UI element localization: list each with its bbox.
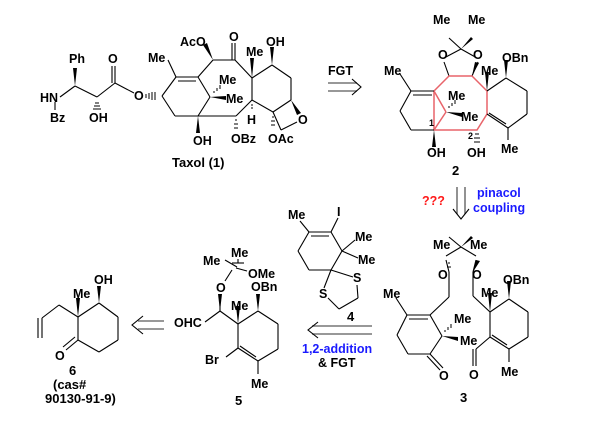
taxol-me-gem2: Me xyxy=(226,92,243,106)
taxol-me-gem1: Me xyxy=(219,73,236,87)
c3-me-a: Me xyxy=(433,238,450,252)
c3-o1: O xyxy=(438,268,448,282)
c2-oh1: OH xyxy=(427,146,446,160)
c5-me-bottom: Me xyxy=(251,377,268,391)
taxol-o-link: O xyxy=(134,89,144,103)
c5-br: Br xyxy=(205,353,219,367)
arrow-pinacol: ??? pinacol coupling xyxy=(422,186,525,220)
taxol-hn: HN xyxy=(40,91,58,105)
c4-me1: Me xyxy=(355,230,372,244)
arrow-to-6 xyxy=(131,315,164,335)
c3-me-b: Me xyxy=(470,238,487,252)
c2-me-gem2: Me xyxy=(461,110,478,124)
c2-me-vinyl: Me xyxy=(384,64,401,78)
arrow-pinacol-line1: pinacol xyxy=(477,186,521,200)
c5-me1: Me xyxy=(203,254,220,268)
c4-s1: S xyxy=(353,271,361,285)
c3-me-gem1: Me xyxy=(454,312,471,326)
c3-obn: OBn xyxy=(503,273,529,287)
c2-obn: OBn xyxy=(502,51,528,65)
taxol-structure: Ph O HN Bz OH O xyxy=(40,30,308,170)
compound-5-structure: Me Me OMe O OBn OHC Me Br Me 5 xyxy=(174,246,279,408)
c2-oh2: OH xyxy=(467,146,486,160)
c2-me-bottom: Me xyxy=(501,142,518,156)
taxol-aco: AcO xyxy=(180,35,206,49)
c5-ome: OMe xyxy=(248,267,275,281)
c2-num1: 1 xyxy=(429,118,434,128)
taxol-o-ester: O xyxy=(108,52,118,66)
c3-label: 3 xyxy=(460,390,467,405)
c5-ohc: OHC xyxy=(174,316,202,330)
taxol-oh-side: OH xyxy=(89,111,108,125)
compound-6-structure: Me OH O 6 (cas# 90130-91-9) xyxy=(37,273,119,406)
taxol-oac: OAc xyxy=(268,132,294,146)
c2-me-gem1: Me xyxy=(448,89,465,103)
c3-o-ald: O xyxy=(469,368,479,382)
c6-label: 6 xyxy=(69,363,76,378)
c4-i: I xyxy=(337,205,340,219)
c3-me-q: Me xyxy=(481,286,498,300)
c4-me-vinyl: Me xyxy=(288,208,305,222)
arrow-fgt: FGT xyxy=(328,64,362,96)
c2-label: 2 xyxy=(452,163,459,178)
c4-s2: S xyxy=(319,287,327,301)
c5-o: O xyxy=(216,281,226,295)
c3-me-gem2: Me xyxy=(460,334,477,348)
c4-me2: Me xyxy=(358,253,375,267)
c2-me-a: Me xyxy=(433,13,450,27)
arrow-addition-line1: 1,2-addition xyxy=(302,342,372,356)
c2-o2: O xyxy=(473,48,483,62)
taxol-obz: OBz xyxy=(231,132,256,146)
c6-cas-line2: 90130-91-9) xyxy=(45,391,116,406)
c5-label: 5 xyxy=(235,393,242,408)
taxol-oh-top: OH xyxy=(266,35,285,49)
c6-oh: OH xyxy=(94,273,113,287)
taxol-o-ketone: O xyxy=(229,30,239,44)
c3-me-bottom: Me xyxy=(501,365,518,379)
arrow-fgt-label: FGT xyxy=(328,64,353,78)
arrow-pinacol-line2: coupling xyxy=(473,201,525,215)
c2-o1: O xyxy=(438,48,448,62)
taxol-bz: Bz xyxy=(50,111,65,125)
arrow-addition-line2: & FGT xyxy=(318,356,356,370)
taxol-ph: Ph xyxy=(69,52,85,66)
taxol-oh-bottom: OH xyxy=(193,134,212,148)
c5-me2: Me xyxy=(231,246,248,260)
taxol-o-oxetane: O xyxy=(298,113,308,127)
taxol-me-top: Me xyxy=(246,45,263,59)
c2-me-bridge: Me xyxy=(481,64,498,78)
taxol-label: Taxol (1) xyxy=(172,155,225,170)
arrow-addition: 1,2-addition & FGT xyxy=(302,321,372,370)
c6-cas-line1: (cas# xyxy=(53,377,87,392)
compound-2-structure: Me Me O O OBn Me Me Me Me OH OH Me 1 2 2 xyxy=(384,13,528,178)
c4-label: 4 xyxy=(347,309,355,324)
c5-obn: OBn xyxy=(251,280,277,294)
c3-o2: O xyxy=(472,268,482,282)
compound-4-structure: Me I Me Me S S 4 xyxy=(288,205,375,324)
compound-3-structure: Me Me O O OBn Me Me Me Me O O Me 3 xyxy=(383,236,529,405)
taxol-me-vinyl: Me xyxy=(148,51,165,65)
c3-o-ketone: O xyxy=(439,369,449,383)
arrow-pinacol-question: ??? xyxy=(422,194,445,208)
c6-me: Me xyxy=(73,287,90,301)
c3-me-vinyl: Me xyxy=(383,287,400,301)
c2-me-b: Me xyxy=(468,13,485,27)
c6-o: O xyxy=(55,349,65,363)
c2-num2: 2 xyxy=(468,131,473,141)
taxol-h: H xyxy=(247,113,256,127)
c5-me-q: Me xyxy=(231,299,248,313)
